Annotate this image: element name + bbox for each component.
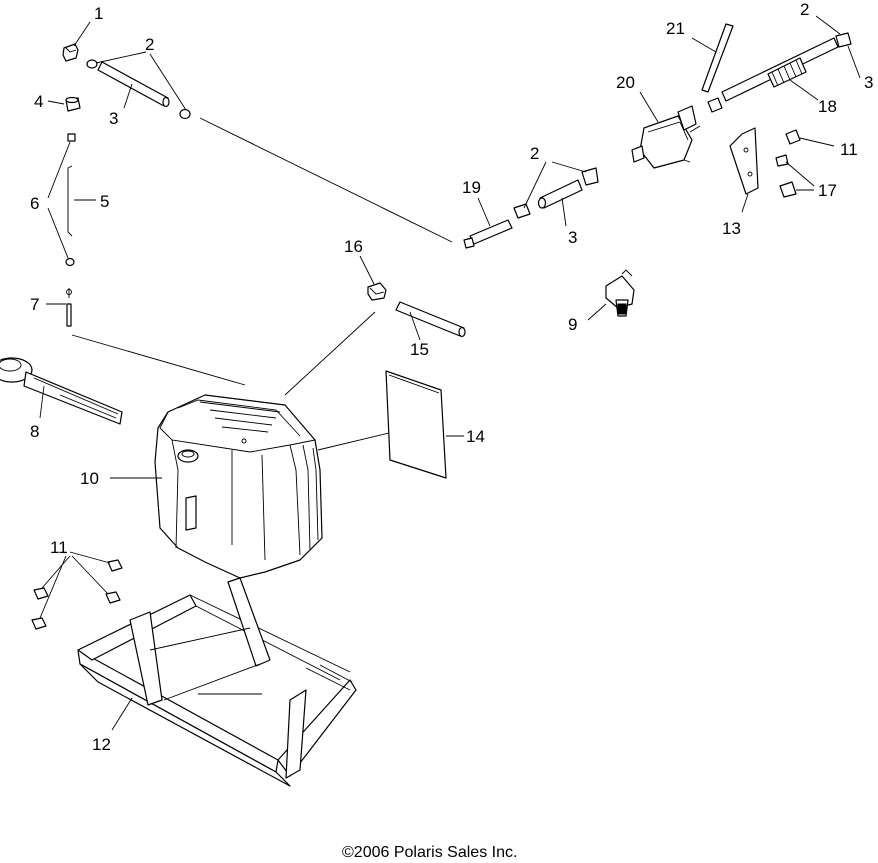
callout-3-top-left: 3 (109, 109, 118, 128)
callout-3-top-right: 3 (864, 73, 873, 92)
callout-13: 13 (722, 219, 741, 238)
callout-9: 9 (568, 315, 577, 334)
callout-2-top-right: 2 (800, 0, 809, 19)
part-11-bolts-lower (31, 559, 123, 630)
copyright-text: ©2006 Polaris Sales Inc. (342, 844, 517, 861)
callout-3-middle: 3 (568, 228, 577, 247)
callout-7: 7 (30, 295, 39, 314)
part-4-grommet (65, 96, 81, 112)
part-10-fuel-tank (154, 394, 323, 579)
callout-2-middle: 2 (530, 144, 539, 163)
part-16-fitting (367, 282, 387, 301)
callout-8: 8 (30, 422, 39, 441)
callout-19: 19 (462, 178, 481, 197)
callout-10: 10 (80, 469, 99, 488)
callout-leaders (39, 15, 861, 731)
part-1-fitting (62, 43, 79, 62)
callout-numbers: 1 2 3 4 6 5 7 8 10 11 12 14 15 16 19 2 3… (30, 0, 873, 754)
part-2-clamps-middle (513, 167, 599, 219)
part-6-screws (65, 133, 76, 267)
callout-6: 6 (30, 194, 39, 213)
part-3-hose-middle (537, 179, 583, 209)
part-18-spiral-hose (721, 37, 839, 102)
part-2-clamp-right-mid (707, 97, 723, 113)
part-17-bolts (775, 154, 797, 198)
part-2-clamp-right-top (835, 32, 852, 48)
callout-14: 14 (466, 427, 485, 446)
part-8-fuel-sender (0, 357, 123, 425)
callout-4: 4 (34, 92, 43, 111)
part-20-fuel-pump (631, 105, 701, 169)
callout-18: 18 (818, 97, 837, 116)
part-21-vent-tube (701, 23, 734, 93)
callout-20: 20 (616, 73, 635, 92)
callout-12: 12 (92, 735, 111, 754)
part-12-support-frame (77, 577, 357, 787)
part-11-nut-upper (785, 129, 801, 145)
part-2-clamp-left (86, 59, 191, 120)
callout-11-upper: 11 (840, 140, 858, 159)
callout-1: 1 (94, 4, 103, 23)
callout-11-lower: 11 (50, 538, 68, 557)
part-3-hose-left (97, 61, 170, 108)
part-19-fuel-filter (463, 219, 513, 249)
callout-21: 21 (666, 19, 685, 38)
part-15-vent-hose (395, 301, 466, 338)
callout-15: 15 (410, 340, 429, 359)
part-9-vent-valve (605, 269, 635, 317)
part-13-bracket (729, 127, 759, 195)
part-7-clip (66, 288, 72, 327)
part-14-pad (385, 370, 447, 479)
callout-16: 16 (344, 237, 363, 256)
part-5-strap (67, 165, 73, 237)
callout-17: 17 (818, 181, 837, 200)
callout-5: 5 (100, 192, 109, 211)
callout-2-top-left: 2 (145, 35, 154, 54)
